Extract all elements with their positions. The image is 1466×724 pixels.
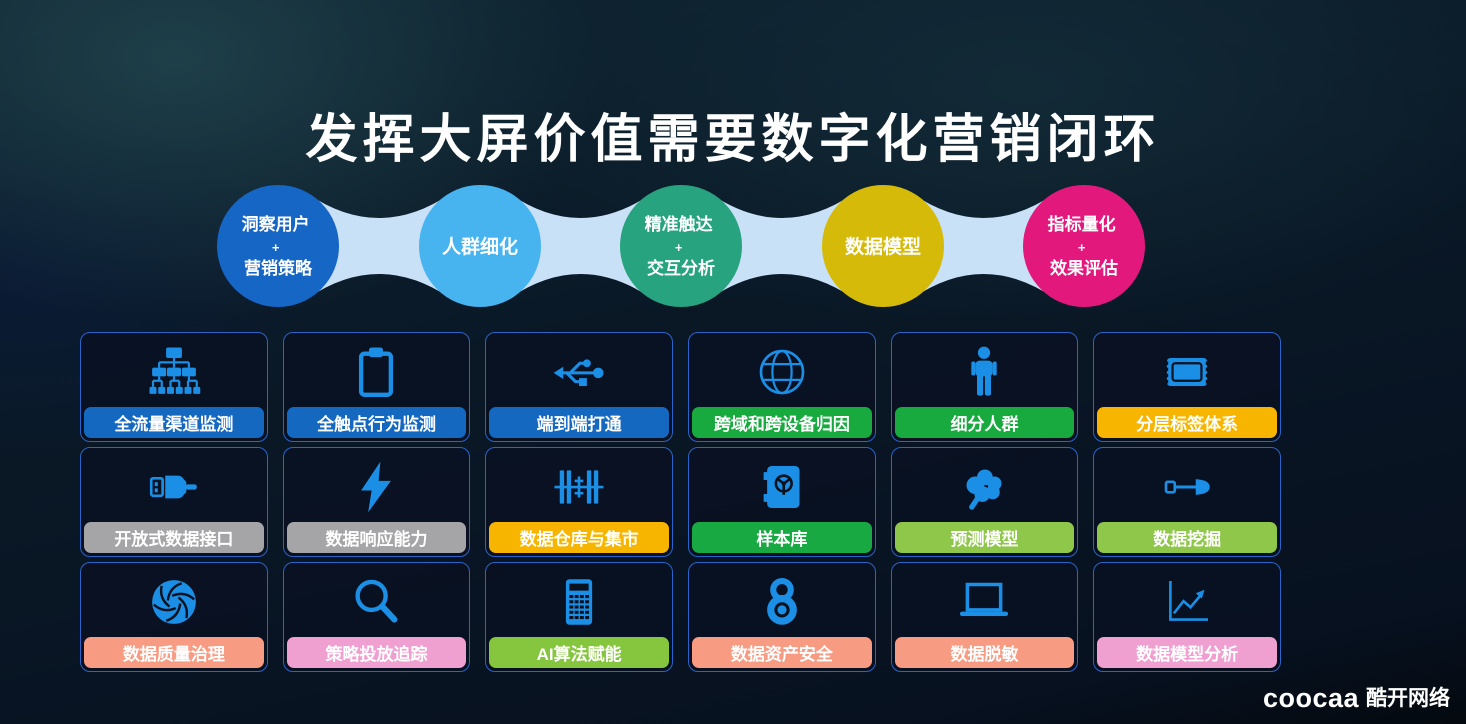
feature-card: 开放式数据接口 <box>80 447 268 557</box>
connector-shape <box>913 194 1054 298</box>
feature-label: AI算法赋能 <box>489 637 669 668</box>
feature-label: 数据模型分析 <box>1097 637 1277 668</box>
brain-icon <box>892 453 1078 520</box>
feature-label: 全流量渠道监测 <box>84 407 264 438</box>
shovel-icon <box>1094 453 1280 520</box>
step-circle <box>620 185 742 307</box>
step-circle <box>217 185 339 307</box>
feature-label: 数据响应能力 <box>286 522 467 553</box>
sitemap-icon <box>81 338 267 405</box>
feature-card: 数据模型分析 <box>1093 562 1281 672</box>
step-circle <box>419 185 541 307</box>
calculator-icon <box>486 568 672 635</box>
feature-label: 跨域和跨设备归因 <box>692 407 872 438</box>
feature-card: 数据资产安全 <box>688 562 876 672</box>
feature-card: 分层标签体系 <box>1093 332 1281 442</box>
feature-card: 样本库 <box>688 447 876 557</box>
feature-label: 数据资产安全 <box>692 637 872 668</box>
feature-card: 端到端打通 <box>485 332 673 442</box>
connector-shape <box>308 194 450 298</box>
feature-card: 策略投放追踪 <box>282 562 471 672</box>
step-label: 指标量化 + 效果评估 <box>1048 214 1121 278</box>
feature-card: 细分人群 <box>890 332 1079 442</box>
lightning-icon <box>284 453 470 520</box>
feature-label: 策略投放追踪 <box>286 637 467 668</box>
step-label: 洞察用户 + 营销策略 <box>242 214 315 278</box>
laptop-icon <box>892 568 1078 635</box>
feature-label: 数据脱敏 <box>894 637 1075 668</box>
feature-card: 全触点行为监测 <box>282 332 471 442</box>
capability-grid: 全流量渠道监测 全触点行为监测 端到端打通 跨域和跨设备归因 细分人群 分层标签… <box>80 332 1281 672</box>
space-station-icon <box>486 453 672 520</box>
feature-card: 数据仓库与集市 <box>485 447 673 557</box>
feature-label: 分层标签体系 <box>1097 407 1277 438</box>
feature-label: 数据仓库与集市 <box>489 522 669 553</box>
flow-step-1: 洞察用户 + 营销策略 <box>217 185 339 307</box>
globe-icon <box>689 338 875 405</box>
feature-label: 端到端打通 <box>489 407 669 438</box>
step-circle <box>822 185 944 307</box>
feature-card: 跨域和跨设备归因 <box>688 332 876 442</box>
feature-card: 数据响应能力 <box>282 447 471 557</box>
flow-step-3: 精准触达 + 交互分析 <box>620 185 742 307</box>
page-title: 发挥大屏价值需要数字化营销闭环 <box>305 111 1161 169</box>
coocaa-logo: coocaa 酷开网络 <box>1263 685 1450 712</box>
feature-label: 开放式数据接口 <box>84 522 264 553</box>
logo-wordmark: coocaa <box>1262 683 1359 713</box>
ticket-icon <box>1094 338 1280 405</box>
feature-card: AI算法赋能 <box>485 562 673 672</box>
marketing-loop-flow: 洞察用户 + 营销策略 人群细化 精准触达 + 交互分析 数据模型 指标量化 +… <box>217 185 1145 307</box>
feature-card: 数据脱敏 <box>890 562 1079 672</box>
feature-label: 数据质量治理 <box>84 637 264 668</box>
feature-card: 预测模型 <box>890 447 1079 557</box>
feature-label: 预测模型 <box>894 522 1075 553</box>
logo-chinese-name: 酷开网络 <box>1366 687 1450 710</box>
chart-icon <box>1094 568 1280 635</box>
step-label: 数据模型 <box>845 235 921 258</box>
feature-label: 全触点行为监测 <box>286 407 467 438</box>
flow-connectors <box>308 194 1054 298</box>
clipboard-icon <box>284 338 470 405</box>
feature-label: 细分人群 <box>894 407 1075 438</box>
step-label: 精准触达 + 交互分析 <box>645 214 718 278</box>
step-circle <box>1023 185 1145 307</box>
feature-card: 数据挖掘 <box>1093 447 1281 557</box>
aperture-icon <box>81 568 267 635</box>
magnifier-icon <box>284 568 470 635</box>
connector-shape <box>711 194 853 298</box>
feature-label: 样本库 <box>692 522 872 553</box>
usb-plug-icon <box>81 453 267 520</box>
step-label: 人群细化 <box>442 235 518 258</box>
feature-card: 全流量渠道监测 <box>80 332 268 442</box>
connector-shape <box>510 194 651 298</box>
flow-step-5: 指标量化 + 效果评估 <box>1023 185 1145 307</box>
person-icon <box>892 338 1078 405</box>
flow-step-2: 人群细化 <box>419 185 541 307</box>
flow-step-4: 数据模型 <box>822 185 944 307</box>
safe-icon <box>689 453 875 520</box>
feature-card: 数据质量治理 <box>80 562 268 672</box>
usb-symbol-icon <box>486 338 672 405</box>
feature-label: 数据挖掘 <box>1097 522 1277 553</box>
padlock-icon <box>689 568 875 635</box>
